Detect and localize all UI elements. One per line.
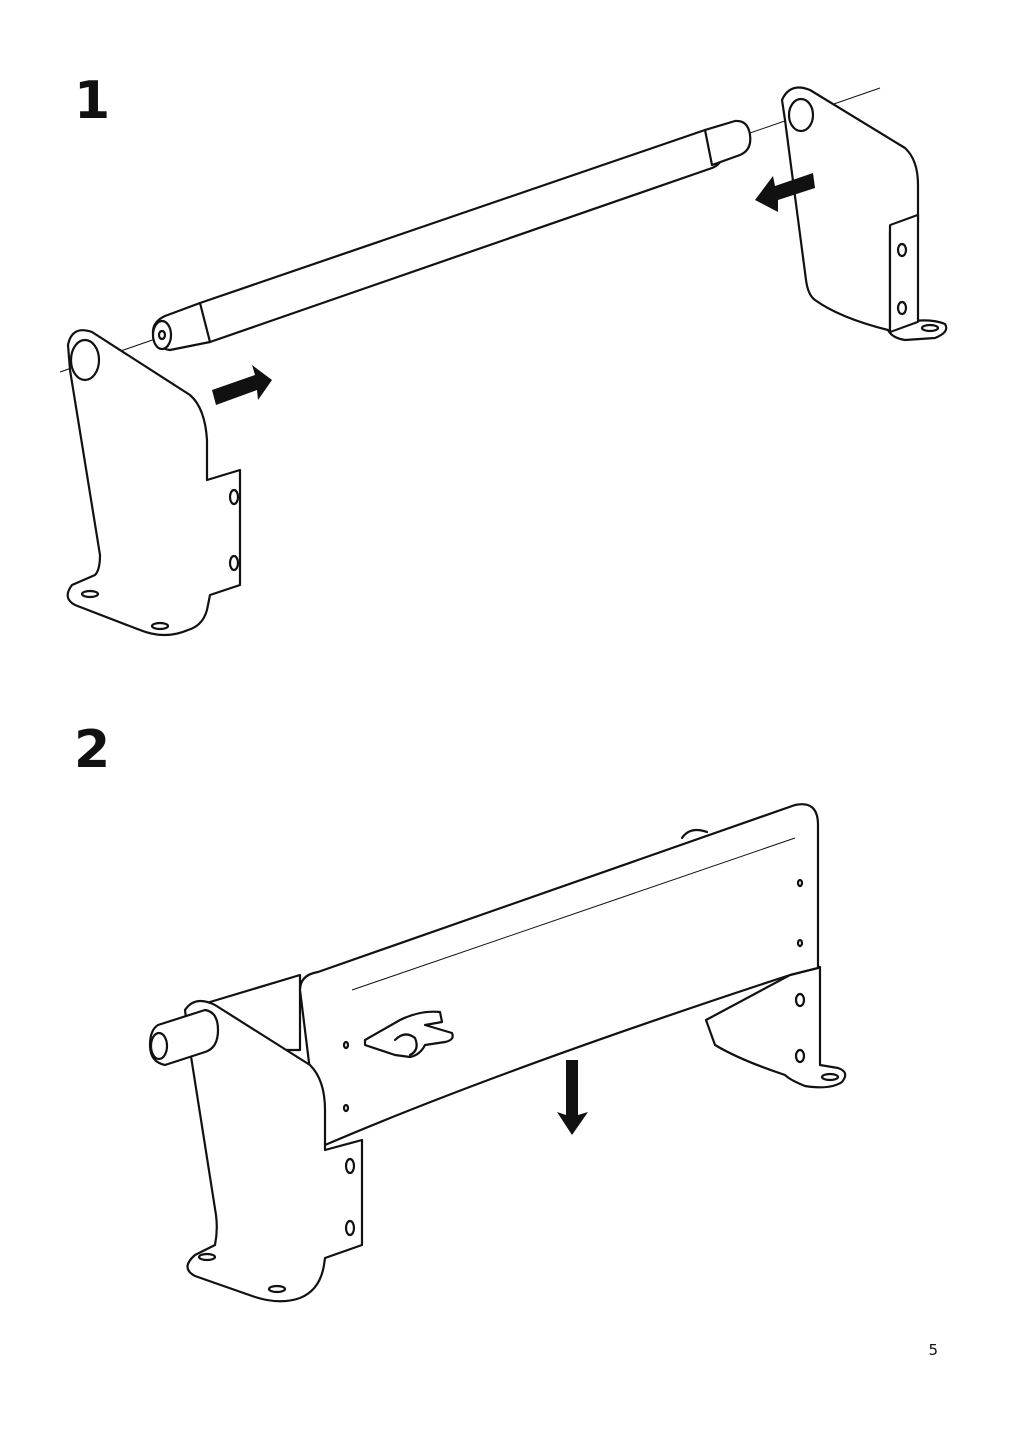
arrow-down-icon <box>557 1060 588 1135</box>
press-finger-icon <box>363 1010 454 1059</box>
step-1-number: 1 <box>74 71 111 131</box>
page-number: 5 <box>928 1341 938 1359</box>
rod-icon <box>151 119 752 352</box>
step-2-number: 2 <box>74 720 111 780</box>
step-2-illustration <box>148 803 847 1303</box>
arrow-right-icon <box>212 365 272 405</box>
step-1-illustration <box>59 86 948 637</box>
left-bracket-icon <box>66 329 242 637</box>
right-bracket-icon <box>780 86 948 342</box>
frame-assembly-icon <box>148 803 847 1303</box>
arrow-left-icon <box>755 173 815 212</box>
